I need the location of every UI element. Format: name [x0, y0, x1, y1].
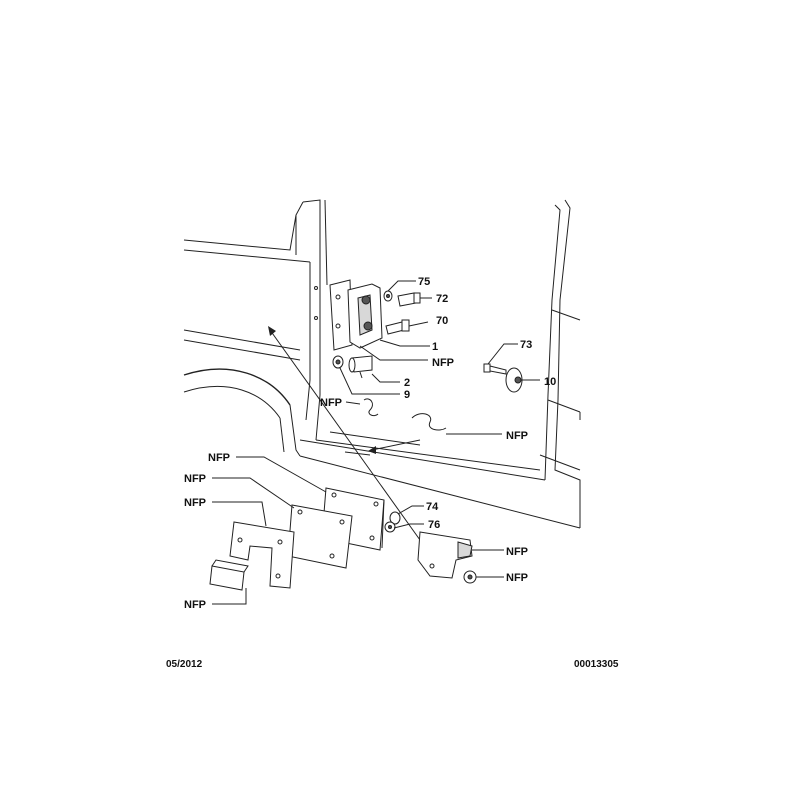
footer-reference: 00013305 [574, 659, 619, 670]
callout-73: 73 [520, 339, 532, 351]
plate-medium [287, 504, 353, 569]
callout-70: 70 [436, 315, 448, 327]
nut-76 [384, 521, 396, 533]
rod-arrow [368, 439, 421, 454]
rod [411, 413, 447, 431]
callout-nfp-hinge: NFP [432, 357, 454, 369]
vehicle-body [183, 199, 581, 529]
callout-74: 74 [426, 501, 439, 513]
leader-lines [212, 280, 540, 605]
callout-labels: 75 72 70 1 NFP 73 2 10 9 NFP NFP NFP NFP… [184, 276, 556, 611]
callout-nfp-screw: NFP [506, 572, 528, 584]
callout-75: 75 [418, 276, 430, 288]
washer-74 [389, 511, 401, 525]
callout-nfp-spring: NFP [320, 397, 342, 409]
bracket-u [229, 521, 295, 589]
callout-nfp-rod: NFP [506, 430, 528, 442]
callout-9: 9 [404, 389, 410, 401]
callout-1: 1 [432, 341, 438, 353]
spacer-block [209, 559, 249, 591]
callout-nfp-plate1: NFP [208, 452, 230, 464]
striker-10 [505, 367, 523, 393]
washer-9 [332, 355, 344, 369]
callout-nfp-spacer: NFP [184, 599, 206, 611]
callout-10: 10 [544, 376, 556, 388]
callout-72: 72 [436, 293, 448, 305]
callout-nfp-plate3: NFP [184, 497, 206, 509]
callout-nfp-block: NFP [506, 546, 528, 558]
callout-2: 2 [404, 377, 410, 389]
callout-nfp-plate2: NFP [184, 473, 206, 485]
bolt-70 [385, 319, 410, 335]
washer-75 [383, 290, 393, 302]
hinge-plate [314, 279, 353, 351]
spring [363, 398, 379, 417]
guide-block [417, 531, 473, 579]
hinge-body [347, 283, 383, 349]
callout-76: 76 [428, 519, 440, 531]
footer-date: 05/2012 [166, 659, 203, 670]
assembly-arrow [268, 326, 421, 541]
pin-2 [348, 355, 373, 379]
bolt-72 [397, 292, 421, 307]
bolt-73 [483, 363, 507, 375]
screw-small [463, 570, 477, 584]
